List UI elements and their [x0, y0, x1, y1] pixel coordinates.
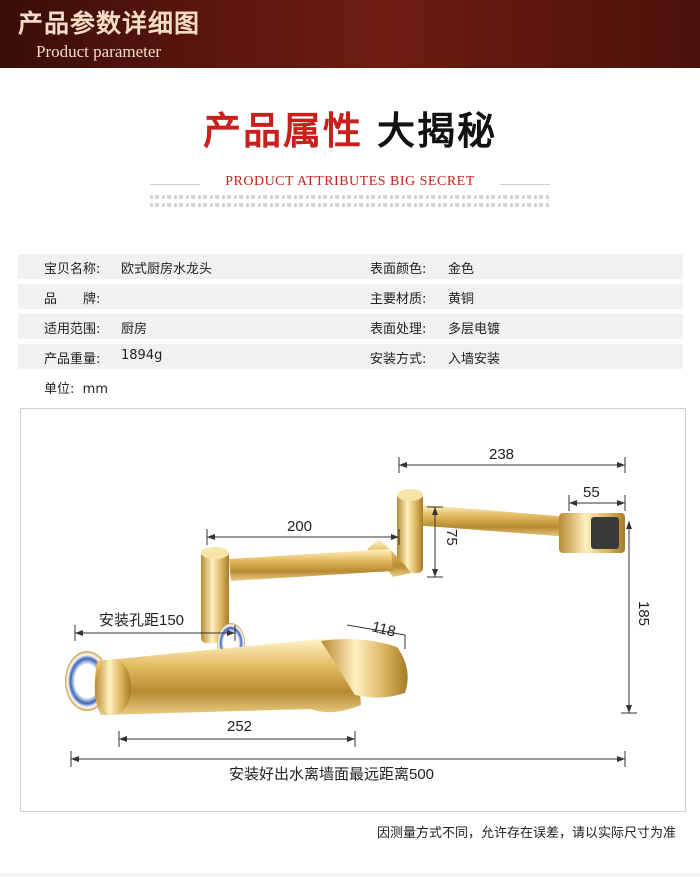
decorative-fine-text — [140, 191, 560, 213]
param-value: 欧式厨房水龙头 — [121, 262, 213, 277]
faucet-drawing: 238 55 200 75 185 安装孔距150 118 252 安装好出水离… — [65, 446, 652, 783]
param-row: 品 牌: 主要材质: 黄铜 — [18, 284, 683, 309]
param-value: 多层电镀 — [448, 322, 501, 337]
unit-value: mm — [82, 382, 108, 397]
dim-252: 252 — [227, 718, 252, 735]
dimension-labels: 238 55 200 75 185 安装孔距150 118 252 安装好出水离… — [99, 446, 652, 783]
param-key: 主要材质: — [370, 292, 427, 307]
dim-200: 200 — [287, 518, 312, 535]
param-value: 1894g — [121, 348, 163, 363]
dim-55: 55 — [583, 484, 600, 501]
param-value: 黄铜 — [448, 292, 475, 307]
divider-right — [500, 184, 550, 185]
param-key: 适用范围: — [44, 322, 101, 337]
dimension-lines — [70, 457, 637, 767]
param-value: 金色 — [448, 262, 475, 277]
attributes-headline: 产品属性大揭秘 — [0, 100, 700, 155]
param-key: 品 牌: — [44, 292, 101, 307]
header-title-cn: 产品参数详细图 — [18, 9, 201, 38]
dim-185: 185 — [635, 601, 652, 626]
header-title-en: Product parameter — [36, 42, 162, 61]
param-key: 安装方式: — [370, 352, 427, 367]
dim-118: 118 — [370, 618, 397, 640]
bottom-divider — [0, 873, 700, 877]
param-row: 产品重量: 1894g 安装方式: 入墙安装 — [18, 344, 683, 369]
dim-reach: 安装好出水离墙面最远距离500 — [229, 766, 434, 783]
dim-238: 238 — [489, 446, 514, 463]
param-value: 厨房 — [121, 322, 148, 337]
param-key: 表面颜色: — [370, 262, 427, 277]
divider-left — [150, 184, 200, 185]
measurement-footnote: 因测量方式不同，允许存在误差，请以实际尺寸为准 — [376, 826, 676, 841]
headline-red-text: 产品属性 — [202, 108, 363, 153]
param-row: 宝贝名称: 欧式厨房水龙头 表面颜色: 金色 — [18, 254, 683, 279]
faucet-image — [65, 489, 625, 715]
param-key: 表面处理: — [370, 322, 427, 337]
headline-subtitle: PRODUCT ATTRIBUTES BIG SECRET — [225, 174, 475, 189]
param-value: 入墙安装 — [448, 352, 501, 367]
param-key: 宝贝名称: — [44, 262, 101, 277]
dim-75: 75 — [443, 529, 460, 546]
unit-label: 单位: — [44, 382, 75, 397]
dimension-arrowheads — [71, 462, 632, 762]
unit-line: 单位: mm — [44, 378, 108, 397]
header-banner: 产品参数详细图 Product parameter — [0, 0, 700, 68]
dimension-diagram: 238 55 200 75 185 安装孔距150 118 252 安装好出水离… — [20, 408, 686, 812]
dim-hole-spacing: 安装孔距150 — [99, 612, 184, 629]
param-row: 适用范围: 厨房 表面处理: 多层电镀 — [18, 314, 683, 339]
param-key: 产品重量: — [44, 352, 101, 367]
headline-black-text: 大揭秘 — [377, 108, 498, 153]
